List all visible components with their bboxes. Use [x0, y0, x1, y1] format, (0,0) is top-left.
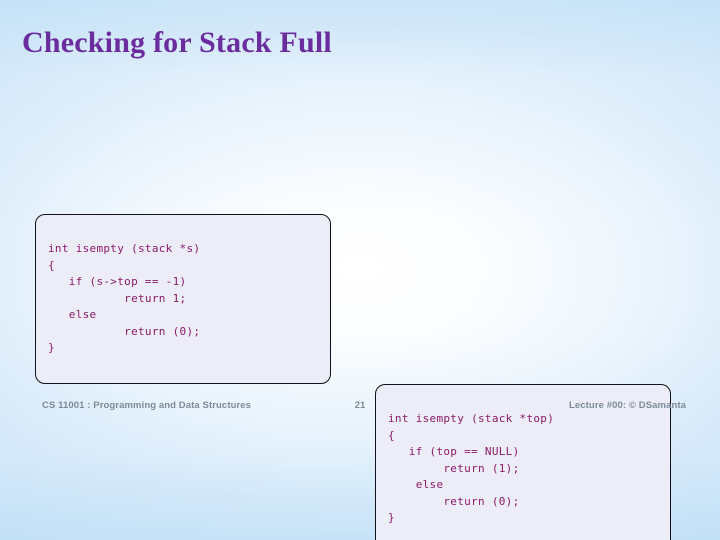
footer-page-number: 21 [354, 400, 366, 411]
slide-footer: CS 11001 : Programming and Data Structur… [0, 400, 720, 416]
footer-course-label: CS 11001 : Programming and Data Structur… [42, 400, 252, 411]
code-snippet-linked-list: int isempty (stack *top) { if (top == NU… [388, 412, 555, 524]
code-snippet-array: int isempty (stack *s) { if (s->top == -… [48, 242, 201, 354]
footer-lecture-credit: Lecture #00: © DSamanta [568, 400, 686, 411]
code-box-linked-list: int isempty (stack *top) { if (top == NU… [375, 384, 671, 540]
code-box-array: int isempty (stack *s) { if (s->top == -… [35, 214, 331, 384]
page-title: Checking for Stack Full [22, 26, 332, 59]
